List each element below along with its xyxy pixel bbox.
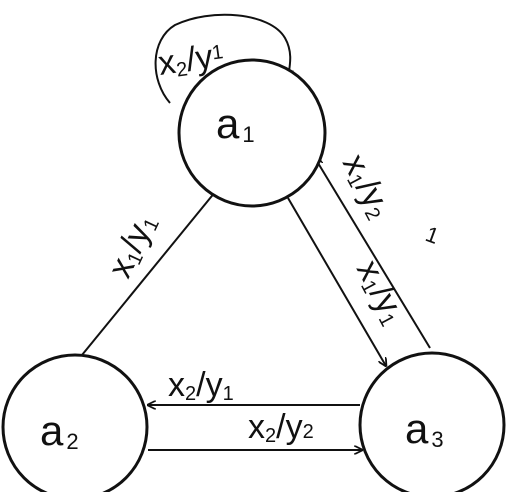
edge-a1-a3 xyxy=(287,197,386,366)
edge-label-a2-a3: x2/y2 xyxy=(248,408,314,447)
edge-a3-a1 xyxy=(315,158,431,349)
stray-mark: 1 xyxy=(422,221,442,249)
svg-text:x1/y1: x1/y1 xyxy=(101,208,164,284)
edge-label-a2-a1: x1/y1 xyxy=(101,208,164,284)
edge-label-a3-a1: x1/y2 xyxy=(334,148,399,224)
edge-a1-a1 xyxy=(154,13,291,104)
state-a1 xyxy=(177,58,327,208)
edge-a2-a1 xyxy=(81,186,220,356)
edge-label-a3-a2: x2/y1 xyxy=(168,366,234,405)
state-a3 xyxy=(358,351,506,492)
edge-label-a1-a1: x2/y1 xyxy=(156,36,226,84)
svg-text:x2/y1: x2/y1 xyxy=(156,36,226,84)
svg-text:x1/y2: x1/y2 xyxy=(334,148,399,224)
state-a2 xyxy=(1,353,149,492)
